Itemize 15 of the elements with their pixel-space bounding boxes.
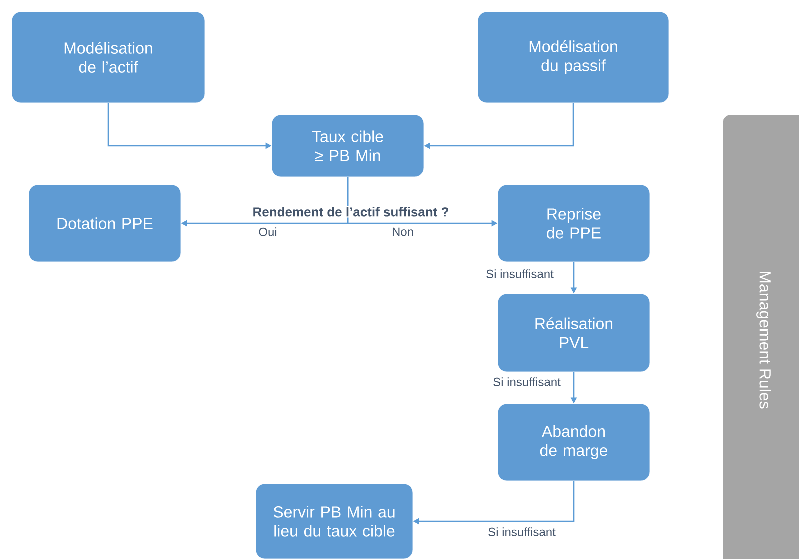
edge-label: Oui bbox=[259, 228, 277, 236]
process-box: Taux cible ≥ PB Min bbox=[272, 114, 424, 178]
process-box: Modélisation de l’actif bbox=[12, 12, 206, 104]
edge-label: Si insuffisant bbox=[488, 528, 556, 536]
edge-label: Si insuffisant bbox=[486, 270, 554, 278]
process-box: Abandon de marge bbox=[498, 404, 650, 482]
question-label: Rendement de l’actif suffisant ? bbox=[252, 206, 450, 218]
side-band: Management Rules bbox=[722, 114, 799, 559]
process-box: Servir PB Min au lieu du taux cible bbox=[256, 484, 414, 559]
edge-label: Si insuffisant bbox=[494, 378, 561, 386]
edge-label: Non bbox=[393, 228, 414, 236]
process-box: Reprise de PPE bbox=[498, 184, 650, 262]
process-box: Réalisation PVL bbox=[498, 294, 650, 372]
process-box: Dotation PPE bbox=[28, 184, 182, 262]
process-box: Modélisation du passif bbox=[478, 12, 670, 104]
